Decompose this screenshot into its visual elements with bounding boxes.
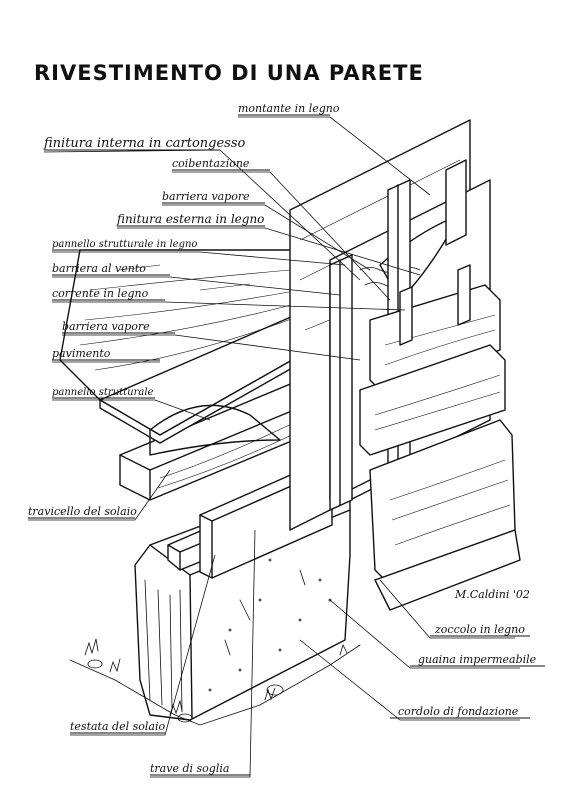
battens	[399, 264, 471, 346]
label-pannello-strutturale-legno: pannello strutturale in legno	[52, 239, 197, 250]
label-corrente: corrente in legno	[52, 287, 149, 300]
label-travicello: travicello del solaio	[28, 505, 137, 518]
labels: montante in legno finitura interna in ca…	[28, 102, 545, 776]
label-barriera-vento: barriera al vento	[52, 262, 146, 275]
ground-grass	[69, 638, 361, 726]
label-montante: montante in legno	[238, 102, 340, 115]
label-barriera-vapore-top: barriera vapore	[162, 190, 250, 203]
diagram-title: RIVESTIMENTO DI UNA PARETE	[34, 61, 424, 85]
label-finitura-esterna: finitura esterna in legno	[116, 212, 264, 226]
leader-lines	[28, 116, 520, 778]
exterior-cladding	[359, 284, 521, 611]
label-pavimento: pavimento	[52, 347, 111, 360]
label-trave-soglia: trave di soglia	[150, 762, 229, 775]
label-guaina: guaina impermeabile	[418, 653, 537, 666]
label-cordolo: cordolo di fondazione	[398, 705, 519, 718]
label-barriera-vapore-low: barriera vapore	[62, 320, 150, 333]
signature: M.Caldini '02	[454, 588, 530, 601]
label-pannello-strutturale: pannello strutturale	[52, 387, 154, 398]
wall-illustration: M.Caldini '02	[59, 119, 530, 726]
label-finitura-interna: finitura interna in cartongesso	[43, 136, 246, 151]
floor-deck	[59, 249, 346, 456]
label-zoccolo: zoccolo in legno	[434, 623, 525, 636]
label-coibentazione: coibentazione	[172, 157, 250, 170]
label-testata: testata del solaio	[70, 720, 165, 733]
